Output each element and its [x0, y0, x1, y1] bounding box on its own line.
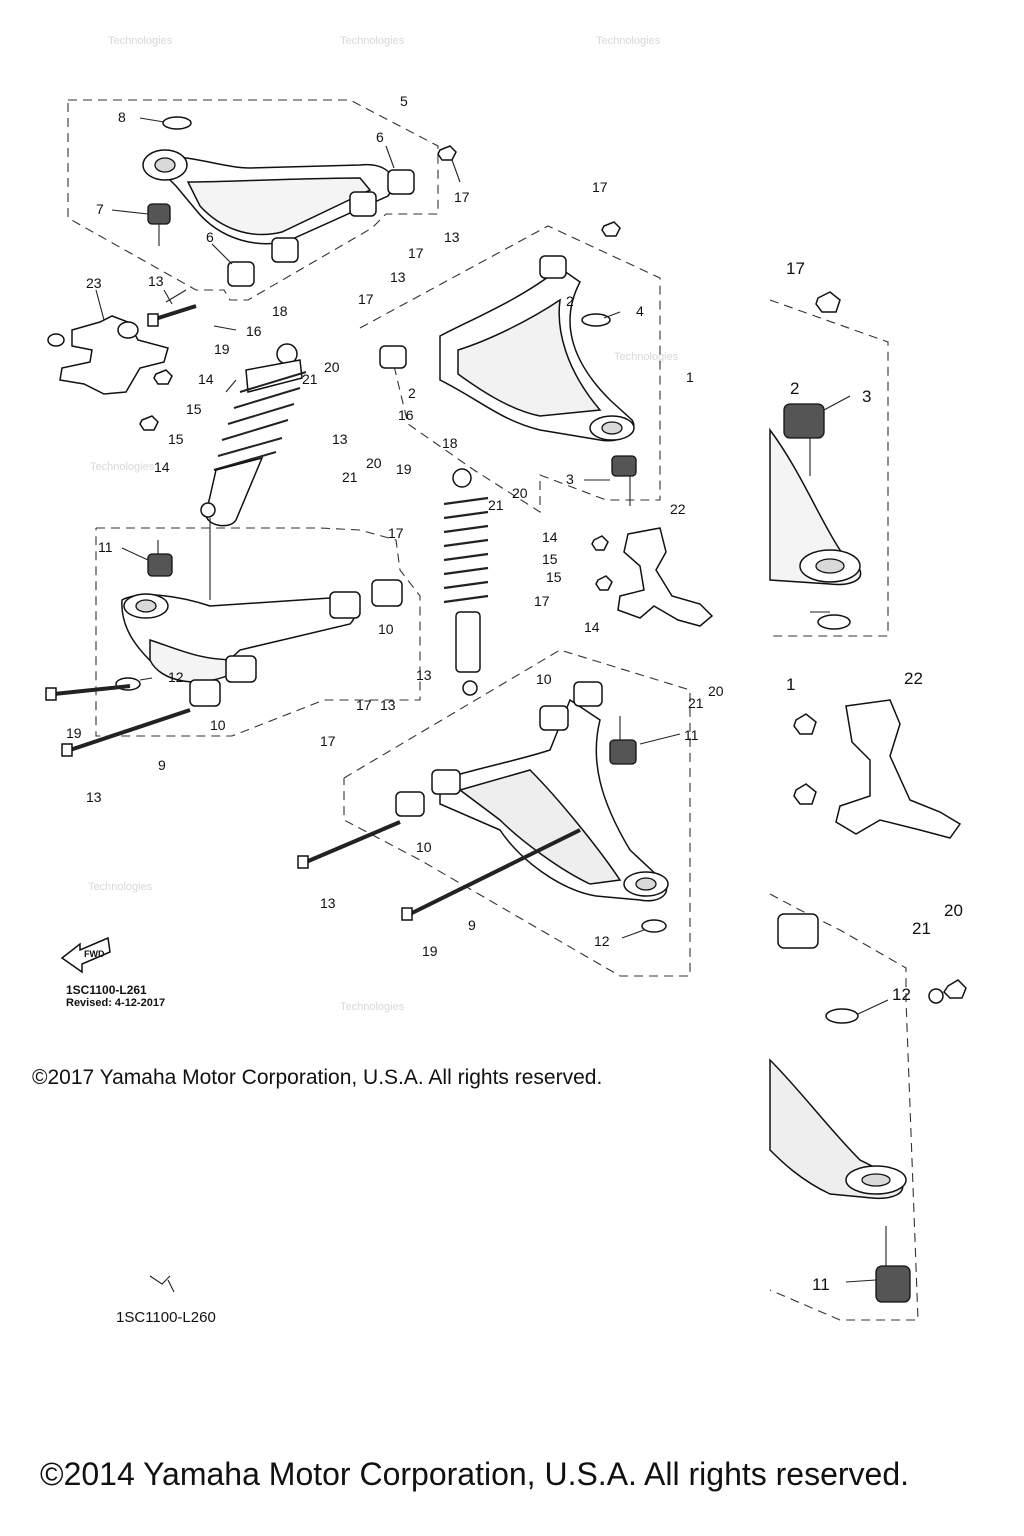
callout-13: 13 — [86, 789, 102, 805]
callout-19: 19 — [422, 943, 438, 959]
callout-1: 1 — [686, 369, 694, 385]
callout-13: 13 — [444, 229, 460, 245]
callout-23: 23 — [86, 275, 102, 291]
callout-10: 10 — [536, 671, 552, 687]
callout-21: 21 — [488, 497, 504, 513]
upper-arm-group-1 — [359, 221, 661, 514]
enlarged-detail-right — [769, 291, 967, 1321]
callout-20: 20 — [324, 359, 340, 375]
revised-date: Revised: 4-12-2017 — [66, 997, 166, 1009]
callout-11: 11 — [98, 539, 113, 555]
callout-21: 21 — [912, 919, 931, 938]
callout-20: 20 — [944, 901, 963, 920]
drawing-code-primary: 1SC1100-L261 — [66, 983, 147, 997]
callout-10: 10 — [378, 621, 394, 637]
callout-10: 10 — [416, 839, 432, 855]
callout-5: 5 — [400, 93, 408, 109]
knuckle-23 — [47, 289, 173, 431]
callout-6: 6 — [206, 229, 214, 245]
callout-14: 14 — [584, 619, 600, 635]
callout-17: 17 — [356, 697, 372, 713]
watermark: Technologies — [108, 35, 173, 47]
fwd-label: FWD — [84, 949, 105, 959]
callout-21: 21 — [342, 469, 358, 485]
callout-11: 11 — [684, 727, 699, 743]
lower-arm-group-9-left — [45, 527, 421, 757]
callout-17: 17 — [408, 245, 424, 261]
copyright-2017: ©2017 Yamaha Motor Corporation, U.S.A. A… — [32, 1066, 603, 1089]
watermark: Technologies — [88, 881, 153, 893]
callout-7: 7 — [96, 201, 104, 217]
watermark: Technologies — [90, 461, 155, 473]
callout-17: 17 — [786, 259, 805, 278]
lower-arm-group-9-center — [297, 649, 691, 977]
callout-14: 14 — [542, 529, 558, 545]
callout-22: 22 — [904, 669, 923, 688]
callout-13: 13 — [390, 269, 406, 285]
callout-20: 20 — [512, 485, 528, 501]
callout-20: 20 — [366, 455, 382, 471]
leader-lines — [111, 117, 889, 1283]
callout-12: 12 — [168, 669, 184, 685]
callout-13: 13 — [332, 431, 348, 447]
upper-arm-group-5 — [67, 99, 461, 327]
callout-13: 13 — [416, 667, 432, 683]
callout-19: 19 — [66, 725, 82, 741]
callout-11: 11 — [812, 1275, 830, 1294]
callout-21: 21 — [688, 695, 704, 711]
callout-17: 17 — [534, 593, 550, 609]
callout-19: 19 — [214, 341, 230, 357]
callout-17: 17 — [320, 733, 336, 749]
callout-15: 15 — [168, 431, 184, 447]
callout-18: 18 — [442, 435, 458, 451]
knuckle-22 — [591, 527, 714, 627]
copyright-2014: ©2014 Yamaha Motor Corporation, U.S.A. A… — [40, 1456, 910, 1492]
callout-17: 17 — [454, 189, 470, 205]
forward-arrow-icon: FWD — [60, 936, 111, 974]
callout-9: 9 — [468, 917, 476, 933]
callout-13: 13 — [148, 273, 164, 289]
callout-12: 12 — [892, 985, 911, 1004]
callout-2: 2 — [408, 385, 416, 401]
arrow-mark-icon — [149, 1275, 175, 1293]
callout-2: 2 — [790, 379, 799, 398]
callout-14: 14 — [198, 371, 214, 387]
callout-labels: 5 8 6 17 17 7 6 13 17 23 13 13 17 2 4 16… — [66, 93, 963, 1294]
callout-8: 8 — [118, 109, 126, 125]
callout-15: 15 — [542, 551, 558, 567]
watermark: Technologies — [340, 35, 405, 47]
watermark: Technologies — [340, 1001, 405, 1013]
callout-22: 22 — [670, 501, 686, 517]
callout-20: 20 — [708, 683, 724, 699]
callout-17: 17 — [358, 291, 374, 307]
callout-14: 14 — [154, 459, 170, 475]
drawing-code-secondary: 1SC1100-L260 — [116, 1309, 216, 1326]
callout-16: 16 — [398, 407, 414, 423]
callout-3: 3 — [862, 387, 871, 406]
callout-13: 13 — [380, 697, 396, 713]
callout-3: 3 — [566, 471, 574, 487]
callout-9: 9 — [158, 757, 166, 773]
watermark-group: Technologies Technologies Technologies T… — [88, 35, 679, 1013]
callout-4: 4 — [636, 303, 644, 319]
shock-absorber-left — [200, 343, 307, 600]
watermark: Technologies — [596, 35, 661, 47]
callout-15: 15 — [546, 569, 562, 585]
callout-17: 17 — [592, 179, 608, 195]
callout-18: 18 — [272, 303, 288, 319]
callout-21: 21 — [302, 371, 318, 387]
callout-19: 19 — [396, 461, 412, 477]
callout-2: 2 — [566, 293, 574, 309]
callout-10: 10 — [210, 717, 226, 733]
callout-17: 17 — [388, 525, 404, 541]
shock-absorber-center — [443, 468, 489, 696]
callout-16: 16 — [246, 323, 262, 339]
callout-6: 6 — [376, 129, 384, 145]
callout-15: 15 — [186, 401, 202, 417]
callout-1: 1 — [786, 675, 795, 694]
callout-13: 13 — [320, 895, 336, 911]
watermark: Technologies — [614, 351, 679, 363]
callout-12: 12 — [594, 933, 610, 949]
